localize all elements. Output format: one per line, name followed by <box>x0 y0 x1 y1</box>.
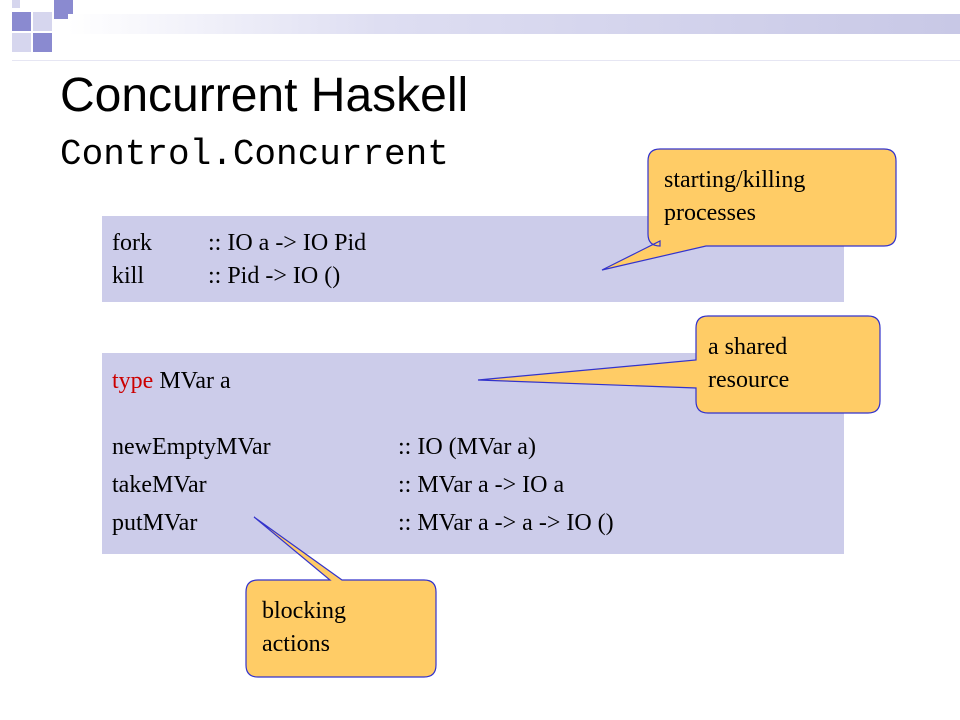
callout-blocking-shape <box>245 516 437 678</box>
callout-resource-line1: a shared <box>708 334 788 360</box>
corner-square <box>12 33 31 52</box>
callout-blocking-line2: actions <box>262 631 330 657</box>
code-name-kill: kill <box>112 263 145 289</box>
page-subtitle: Control.Concurrent <box>60 134 449 175</box>
type-declaration: type MVar a <box>112 367 231 395</box>
code-name-newemptymvar: newEmptyMVar <box>112 434 271 460</box>
callout-resource: a shared resource <box>708 331 789 397</box>
callout-processes-shape <box>601 148 897 271</box>
callout-resource-shape <box>477 315 881 414</box>
code-type-kill: :: Pid -> IO () <box>208 263 341 289</box>
code-type-putmvar: :: MVar a -> a -> IO () <box>398 510 614 536</box>
code-name-fork: fork <box>112 230 152 256</box>
callout-processes: starting/killing processes <box>664 164 805 230</box>
corner-square <box>12 0 20 8</box>
code-name-takemvar: takeMVar <box>112 472 207 498</box>
code-name-putmvar: putMVar <box>112 510 198 536</box>
callout-blocking-line1: blocking <box>262 598 346 624</box>
type-name: MVar a <box>159 368 231 394</box>
callout-resource-line2: resource <box>708 367 790 393</box>
callout-processes-line2: processes <box>664 200 756 226</box>
corner-square <box>33 12 52 31</box>
page-title: Concurrent Haskell <box>60 69 469 122</box>
corner-square <box>12 12 31 31</box>
callout-blocking: blocking actions <box>262 595 346 661</box>
header-gradient-bar <box>68 14 960 34</box>
code-type-takemvar: :: MVar a -> IO a <box>398 472 565 498</box>
callout-processes-line1: starting/killing <box>664 167 806 193</box>
code-type-fork: :: IO a -> IO Pid <box>208 230 367 256</box>
header-divider <box>12 60 960 61</box>
code-type-newemptymvar: :: IO (MVar a) <box>398 434 536 460</box>
corner-square <box>33 33 52 52</box>
type-keyword: type <box>112 368 154 394</box>
